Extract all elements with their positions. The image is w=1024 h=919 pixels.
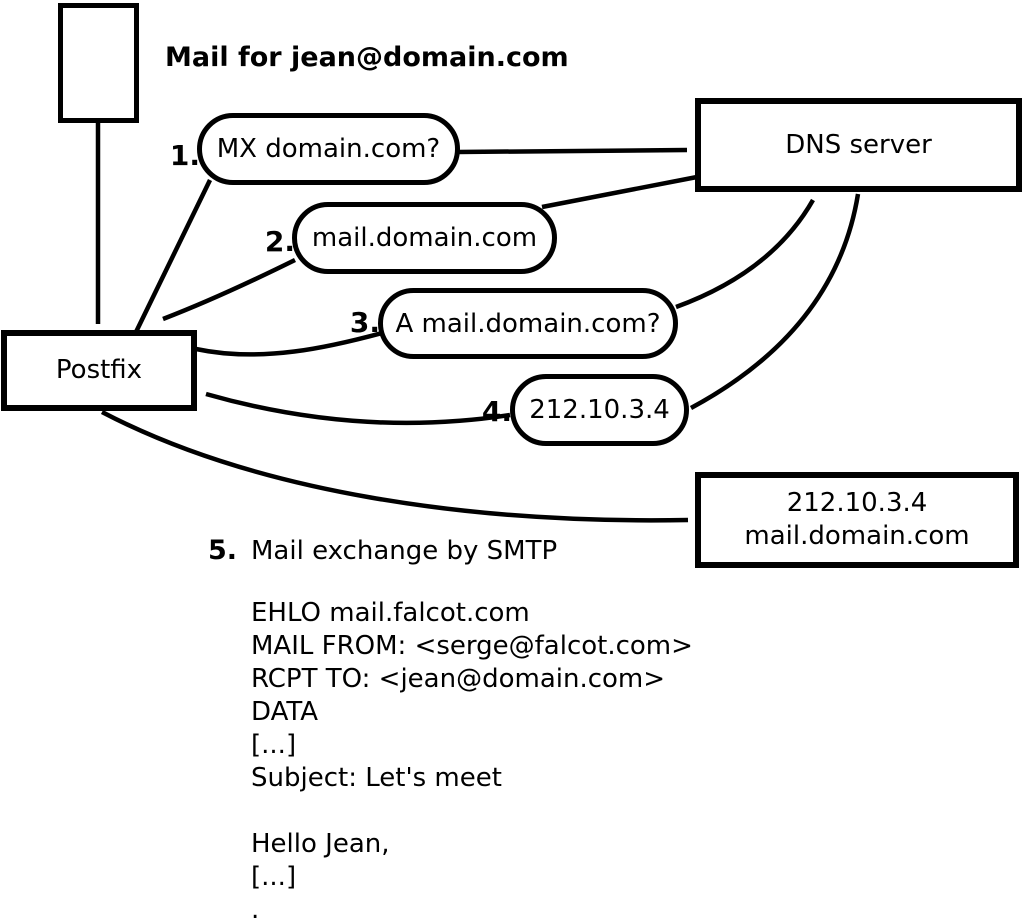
line-postfix-to-step3 bbox=[195, 330, 383, 357]
step5-label: Mail exchange by SMTP bbox=[251, 536, 558, 566]
postfix-label: Postfix bbox=[55, 355, 143, 385]
arrow-step4-to-postfix bbox=[205, 391, 511, 426]
smtp-session-block: EHLO mail.falcot.com MAIL FROM: <serge@f… bbox=[251, 597, 693, 919]
smtp-line: [...] bbox=[251, 862, 297, 892]
step2-label: mail.domain.com bbox=[311, 223, 538, 253]
mail-message-icon bbox=[58, 3, 139, 123]
step1-label: MX domain.com? bbox=[216, 134, 441, 164]
smtp-line: EHLO mail.falcot.com bbox=[251, 598, 530, 628]
step1-number: 1. bbox=[169, 139, 200, 172]
step5-number: 5. bbox=[208, 535, 238, 566]
line-dns-to-step2 bbox=[541, 174, 698, 210]
mail-server-hostname: mail.domain.com bbox=[744, 521, 970, 551]
smtp-line bbox=[251, 795, 693, 828]
mail-server-ip: 212.10.3.4 bbox=[786, 488, 928, 518]
dns-server-node: DNS server bbox=[695, 98, 1022, 192]
diagram-title: Mail for jean@domain.com bbox=[165, 42, 569, 73]
arrow-step1-to-dns bbox=[457, 147, 688, 155]
mail-server-node: 212.10.3.4 mail.domain.com bbox=[695, 472, 1019, 568]
step4-label: 212.10.3.4 bbox=[529, 395, 670, 425]
step2-number: 2. bbox=[264, 225, 295, 258]
arrow-step2-to-postfix bbox=[162, 257, 296, 322]
arrow-postfix-to-mailserver bbox=[100, 410, 689, 523]
postfix-node: Postfix bbox=[1, 330, 197, 411]
smtp-line: Subject: Let's meet bbox=[251, 763, 502, 793]
smtp-line: [...] bbox=[251, 730, 297, 760]
step4-reply-bubble: 212.10.3.4 bbox=[510, 374, 689, 446]
smtp-line: MAIL FROM: <serge@falcot.com> bbox=[251, 631, 693, 661]
step3-query-bubble: A mail.domain.com? bbox=[378, 288, 678, 359]
dns-server-label: DNS server bbox=[785, 129, 932, 160]
step1-query-bubble: MX domain.com? bbox=[197, 113, 460, 185]
line-dns-to-step4 bbox=[689, 193, 861, 410]
smtp-line: Hello Jean, bbox=[251, 829, 390, 859]
step3-label: A mail.domain.com? bbox=[395, 308, 661, 339]
line-postfix-to-step1 bbox=[133, 179, 213, 333]
arrow-step3-to-dns bbox=[675, 198, 815, 310]
smtp-line: DATA bbox=[251, 697, 318, 727]
step2-reply-bubble: mail.domain.com bbox=[292, 202, 557, 274]
smtp-line: . bbox=[251, 895, 260, 919]
step3-number: 3. bbox=[349, 306, 380, 339]
smtp-line: RCPT TO: <jean@domain.com> bbox=[251, 664, 666, 694]
step4-number: 4. bbox=[481, 395, 512, 428]
